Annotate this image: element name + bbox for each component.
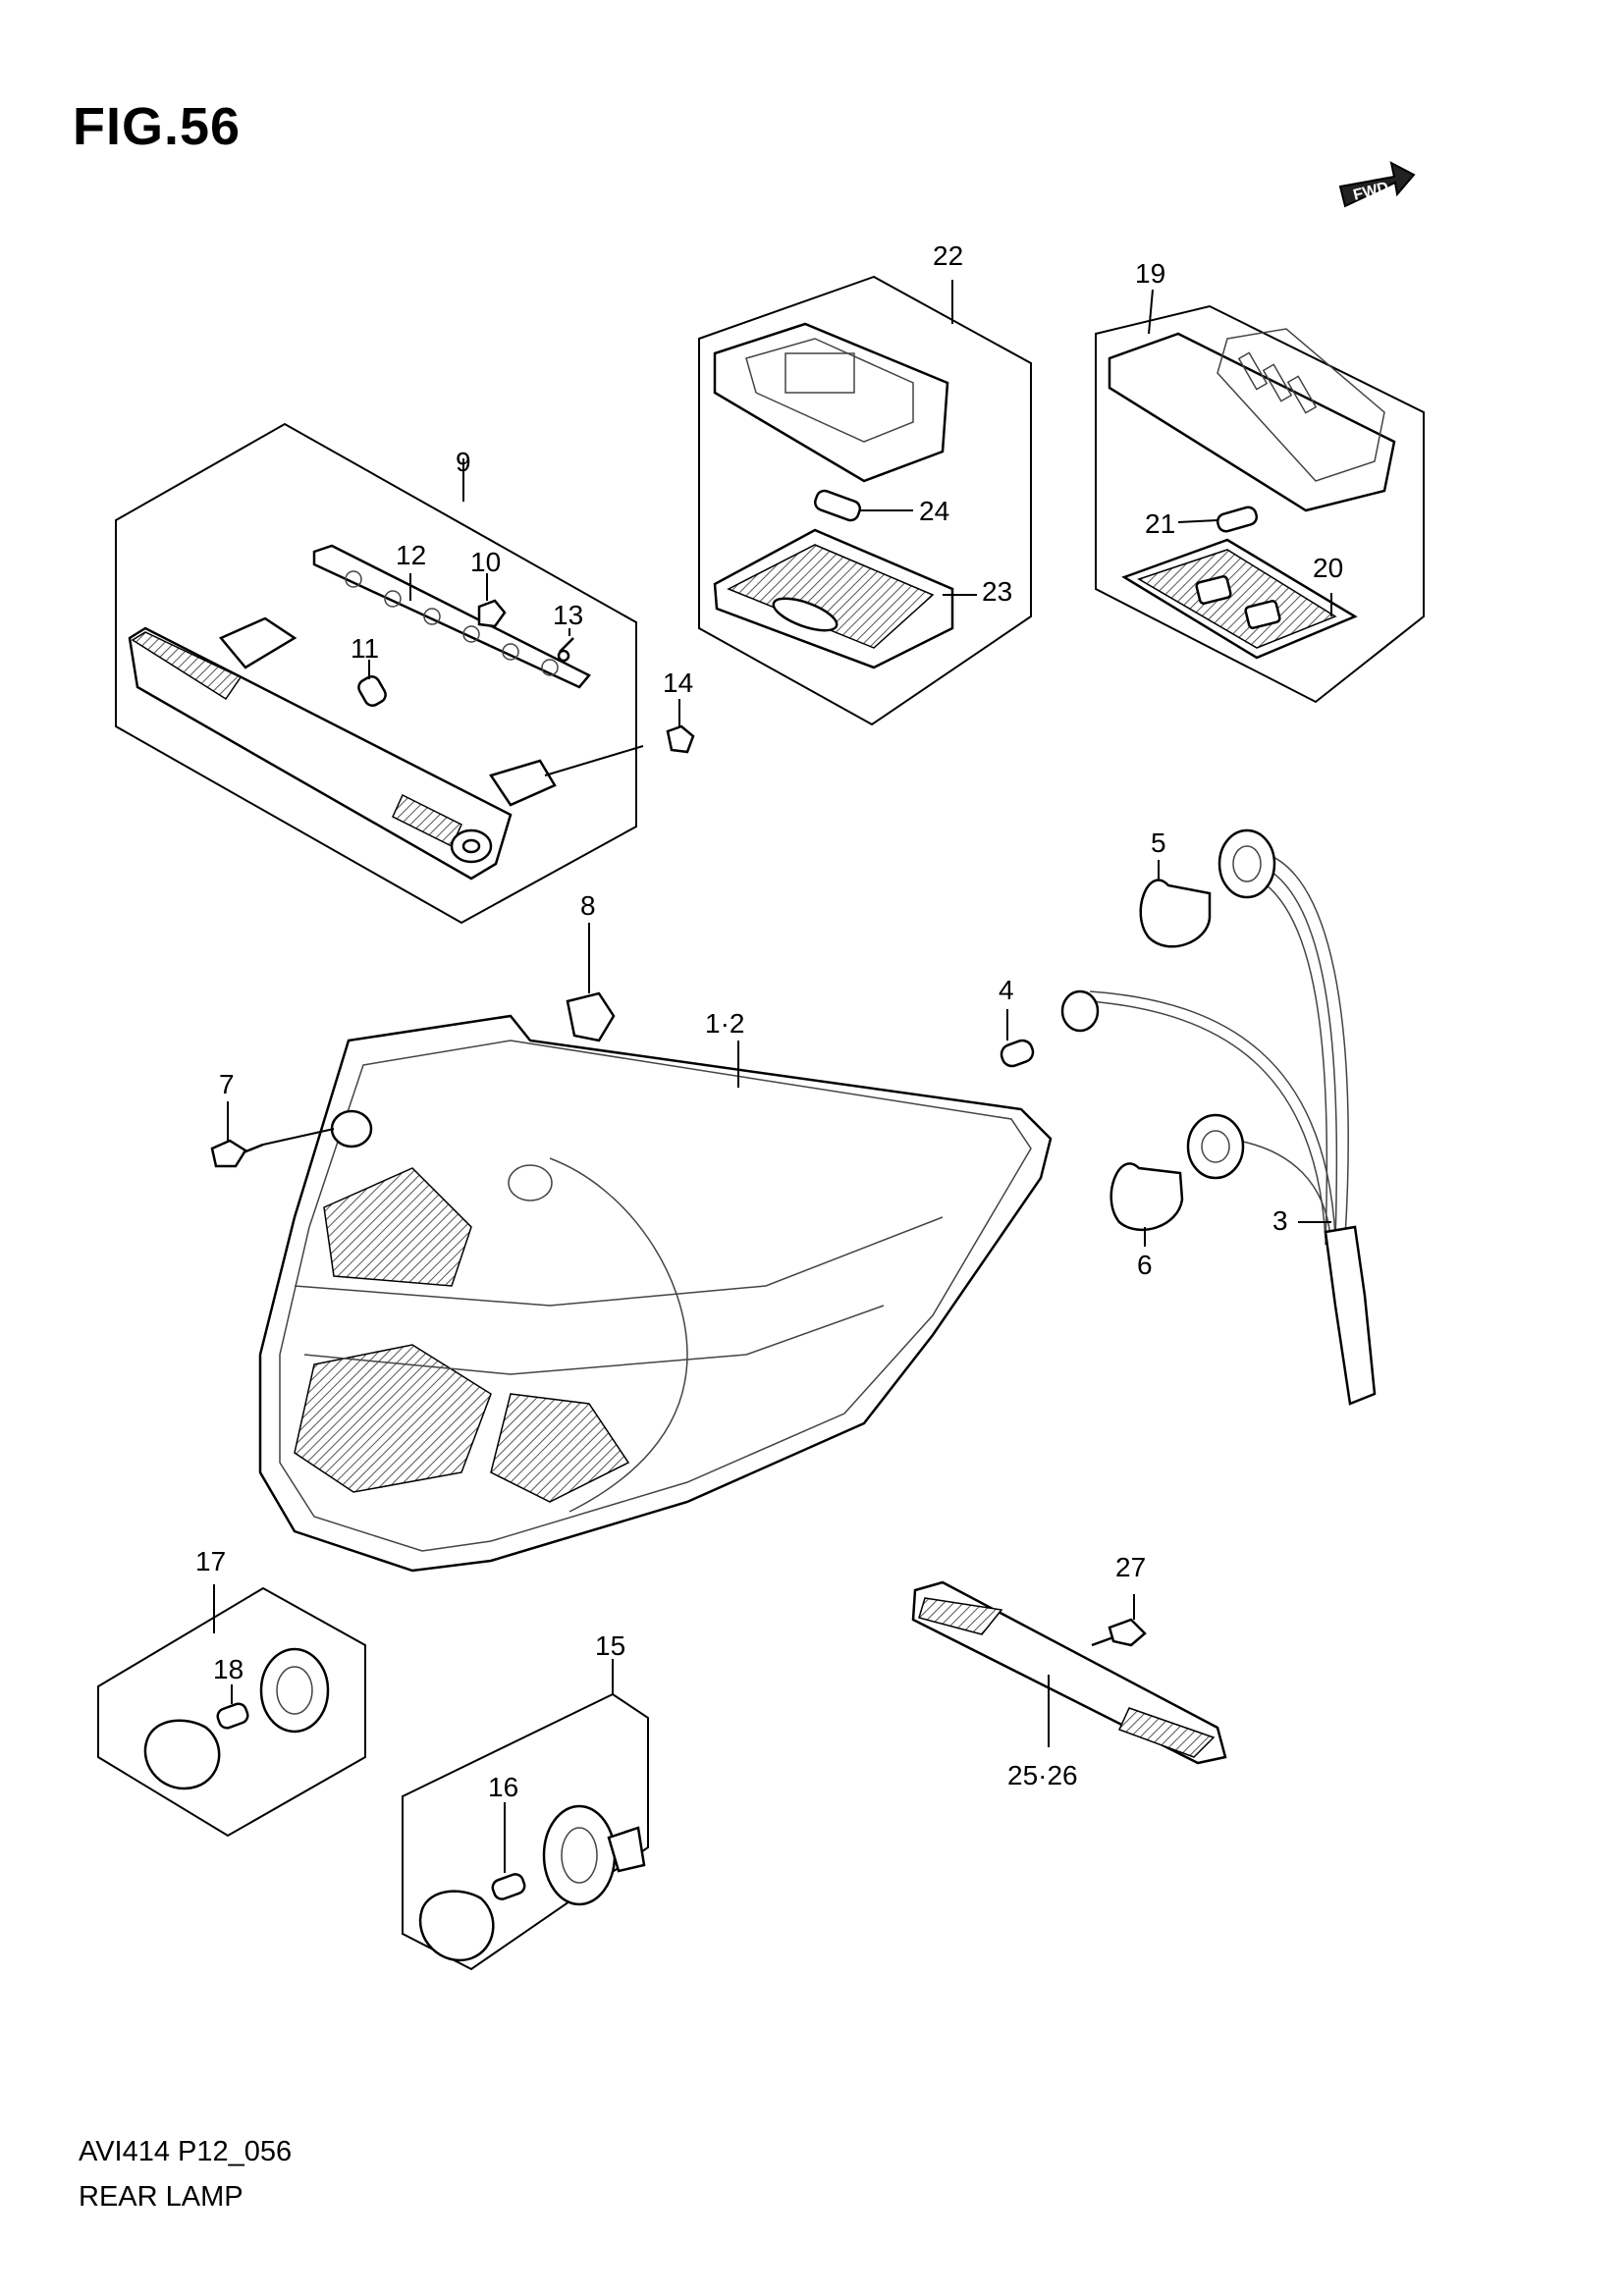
callout-labels: 1·2 3 4 5 6 7 8 9 10 11 12 13 14 15 16 1… [195, 240, 1343, 1802]
callout-21: 21 [1145, 508, 1175, 539]
callout-23: 23 [982, 576, 1012, 607]
callout-20: 20 [1313, 553, 1343, 583]
callout-18: 18 [213, 1654, 243, 1684]
callout-8: 8 [580, 890, 596, 921]
group-box-22 [698, 275, 1032, 726]
callout-10: 10 [470, 547, 501, 577]
fwd-arrow-icon: FWD [1338, 161, 1416, 208]
group-box-19 [1095, 289, 1425, 704]
callout-19: 19 [1135, 258, 1165, 289]
wiring-harness [1000, 828, 1377, 1406]
callout-6: 6 [1137, 1250, 1153, 1280]
callout-14: 14 [663, 667, 693, 698]
figure-title: FIG.56 [73, 97, 242, 156]
callout-17: 17 [195, 1546, 226, 1576]
rear-combination-lamp [210, 923, 1053, 1573]
callout-27: 27 [1115, 1552, 1146, 1582]
callout-24: 24 [919, 496, 949, 526]
callout-25-26: 25·26 [1007, 1760, 1078, 1790]
led-row [345, 570, 559, 676]
callout-5: 5 [1151, 828, 1166, 858]
callout-4: 4 [999, 975, 1014, 1005]
group-box-9 [115, 422, 695, 925]
diagram-name: REAR LAMP [79, 2181, 243, 2213]
group-box-15 [402, 1659, 649, 1971]
callout-15: 15 [595, 1630, 625, 1661]
callout-11: 11 [351, 633, 379, 664]
callout-3: 3 [1272, 1205, 1288, 1236]
callout-16: 16 [488, 1772, 518, 1802]
callout-12: 12 [396, 540, 426, 570]
reflector-25-26 [911, 1580, 1227, 1765]
callout-22: 22 [933, 240, 963, 271]
callout-13: 13 [553, 600, 583, 630]
group-box-17 [97, 1584, 366, 1838]
callout-1-2: 1·2 [705, 1008, 744, 1039]
callout-7: 7 [219, 1069, 235, 1099]
diagram-code: AVI414 P12_056 [79, 2136, 293, 2167]
callout-9: 9 [456, 447, 471, 477]
